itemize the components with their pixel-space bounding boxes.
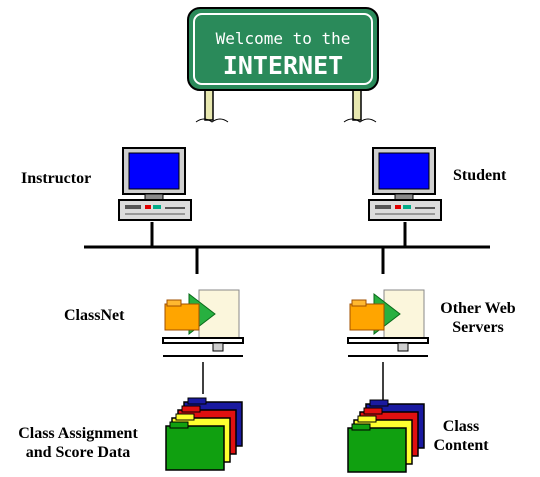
student-label: Student <box>453 167 507 184</box>
classnet-label: ClassNet <box>64 307 125 324</box>
class-data-label: Class Assignment and Score Data <box>4 424 152 462</box>
class-content-folders-icon <box>347 399 425 473</box>
class-data-folders-icon <box>165 397 243 471</box>
welcome-sign: Welcome to the INTERNET <box>187 7 379 123</box>
sign-post-right <box>352 85 362 121</box>
grass-left <box>195 118 229 123</box>
sign-border <box>193 13 373 85</box>
storage-connections <box>202 362 384 400</box>
sign-line-2: INTERNET <box>223 51 343 80</box>
class-data-line-2: and Score Data <box>25 444 131 461</box>
sign-board <box>187 7 379 91</box>
network-connections <box>84 222 490 274</box>
other-web-servers-line-1: Other Web <box>440 300 516 317</box>
student-computer-icon <box>368 147 442 221</box>
instructor-computer-icon <box>118 147 192 221</box>
class-content-line-1: Class <box>442 418 480 435</box>
grass-right <box>343 118 377 123</box>
other-web-servers-line-2: Servers <box>452 319 504 336</box>
sign-post-left <box>204 85 214 121</box>
class-content-label: Class Content <box>428 417 494 455</box>
instructor-label: Instructor <box>21 170 92 187</box>
other-web-server-icon <box>347 289 429 357</box>
class-content-line-2: Content <box>433 437 489 454</box>
other-web-servers-label: Other Web Servers <box>432 299 524 337</box>
class-data-line-1: Class Assignment <box>18 425 138 442</box>
sign-line-1: Welcome to the <box>216 29 351 48</box>
classnet-server-icon <box>162 289 244 357</box>
